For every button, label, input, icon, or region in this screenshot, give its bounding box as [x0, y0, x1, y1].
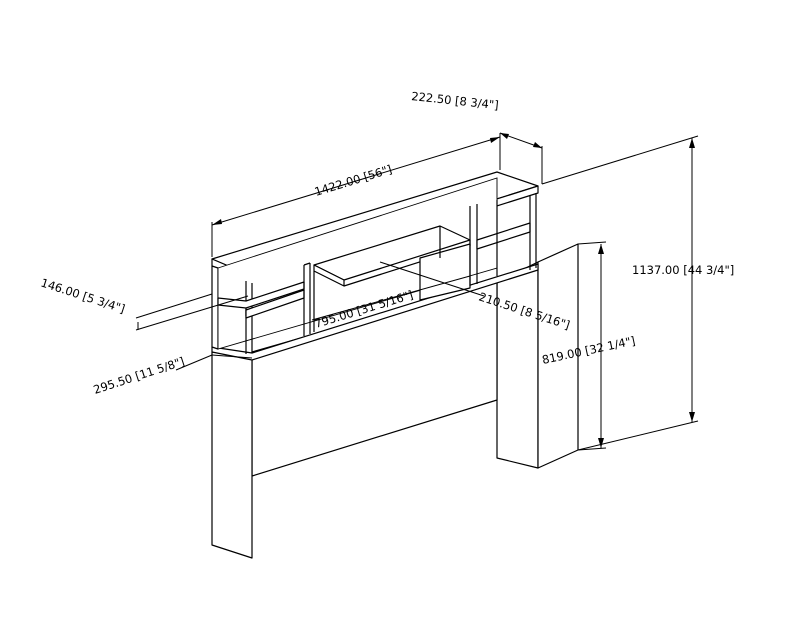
left-compartment [217, 262, 311, 354]
dimension-top-depth: 222.50 [8 3/4"] [411, 89, 543, 184]
leg-width-label: 295.50 [11 5/8"] [92, 354, 187, 397]
top-depth-label: 222.50 [8 3/4"] [411, 89, 500, 112]
width-label: 1422.00 [56"] [313, 162, 394, 199]
right-leg [496, 243, 579, 469]
left-leg [211, 351, 253, 559]
overall-height-label: 1137.00 [44 3/4"] [632, 263, 734, 277]
bookcase-unit [211, 171, 539, 361]
right-compartment [469, 193, 537, 286]
shelf-height-label: 146.00 [5 3/4"] [39, 276, 127, 316]
dimension-overall-height: 1137.00 [44 3/4"] [541, 135, 734, 451]
